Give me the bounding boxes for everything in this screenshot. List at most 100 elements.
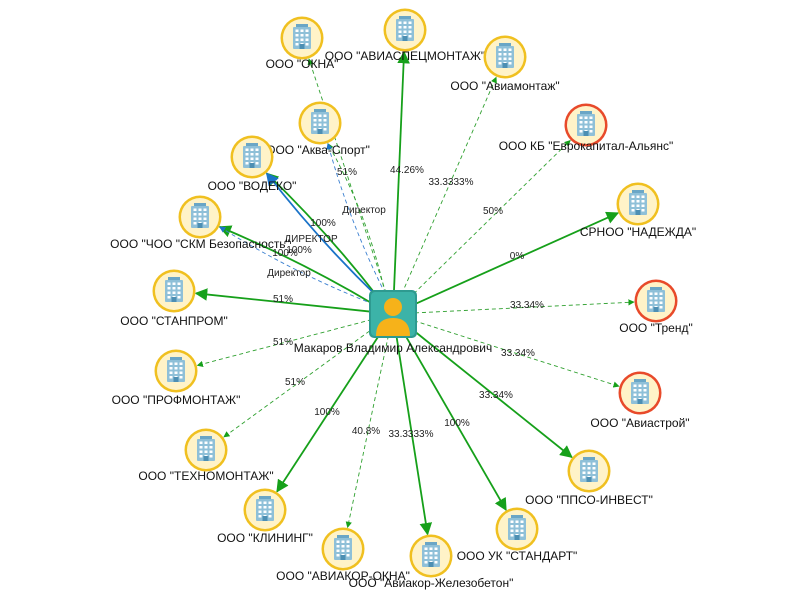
edge-aviamontazh xyxy=(401,76,497,295)
edge-stanprom xyxy=(194,288,372,313)
edge-label-nadezhda: 0% xyxy=(510,251,525,262)
edge-trend xyxy=(414,299,635,314)
node-standart[interactable]: ООО УК "СТАНДАРТ" xyxy=(457,507,578,564)
node-klining[interactable]: ООО "КЛИНИНГ" xyxy=(217,488,313,546)
edge-label-ppso: 33.34% xyxy=(479,390,513,401)
edge-label-klining: 100% xyxy=(314,407,340,418)
building-icon xyxy=(616,182,660,226)
building-icon xyxy=(243,488,287,532)
building-icon xyxy=(152,269,196,313)
edge-ppso xyxy=(409,327,573,459)
building-icon xyxy=(495,507,539,551)
edge-kb xyxy=(408,139,571,299)
building-icon xyxy=(383,8,427,52)
node-label: ООО "Авиастрой" xyxy=(590,416,689,430)
node-trend[interactable]: ООО "Тренд" xyxy=(619,279,693,336)
edge-chop xyxy=(218,225,374,305)
building-icon xyxy=(634,279,678,323)
edge-label-vodeko: 100% xyxy=(310,218,336,229)
node-ppso[interactable]: ООО "ППСО-ИНВЕСТ" xyxy=(525,449,653,508)
node-label: ООО "Аква-Спорт" xyxy=(266,143,370,157)
node-label: ООО "ОКНА" xyxy=(266,57,339,71)
building-icon xyxy=(154,349,198,393)
node-person[interactable]: Макаров Владимир Александрович xyxy=(294,290,492,355)
edge-okna xyxy=(307,58,387,294)
person-label: Макаров Владимир Александрович xyxy=(294,341,492,355)
edge-akva xyxy=(326,142,386,294)
edge-labels-layer: 44.26% 33.3333% 51% Директор 50% 100% ДИРЕКТОР… xyxy=(267,165,544,440)
edge-vodeko xyxy=(265,172,380,299)
node-kb[interactable]: ООО КБ "Еврокапитал-Альянс" xyxy=(499,103,674,154)
building-icon xyxy=(230,135,274,179)
node-profmontazh[interactable]: ООО "ПРОФМОНТАЖ" xyxy=(112,349,241,408)
building-icon xyxy=(178,195,222,239)
building-icon xyxy=(280,16,324,60)
building-icon xyxy=(483,35,527,79)
edge-label-trend: 33.34% xyxy=(510,300,544,311)
edge-label-profmontazh: 51% xyxy=(273,337,293,348)
node-chop[interactable]: ООО "ЧОО "СКМ Безопасность" xyxy=(110,195,290,252)
node-aviakor_zhb[interactable]: ООО "Авиакор-Железобетон" xyxy=(349,534,514,591)
node-label: ООО "ТЕХНОМОНТАЖ" xyxy=(138,469,273,483)
edge-nadezhda xyxy=(412,211,620,306)
edge-label-aviaspec: 44.26% xyxy=(390,165,424,176)
node-vodeko[interactable]: ООО "ВОДЕКО" xyxy=(208,135,297,194)
edge-klining xyxy=(276,331,382,493)
node-label: ООО "Тренд" xyxy=(619,321,693,335)
node-label: ООО "ППСО-ИНВЕСТ" xyxy=(525,493,653,507)
node-aviamontazh[interactable]: ООО "Авиамонтаж" xyxy=(450,35,560,94)
edge-label-stanprom: 51% xyxy=(273,294,293,305)
edge-label-aviakor_zhb: 33.3333% xyxy=(388,429,433,440)
node-akva[interactable]: ООО "Аква-Спорт" xyxy=(266,101,370,158)
building-icon xyxy=(409,534,453,578)
edge-label-aviamontazh: 33.3333% xyxy=(428,177,473,188)
node-label: ООО "ПРОФМОНТАЖ" xyxy=(112,393,241,407)
node-label: ООО "СТАНПРОМ" xyxy=(120,314,227,328)
node-label: ООО "ЧОО "СКМ Безопасность" xyxy=(110,237,290,251)
node-okna[interactable]: ООО "ОКНА" xyxy=(266,16,339,72)
edge-akva xyxy=(327,143,386,294)
building-icon xyxy=(564,103,608,147)
edge-label-vodeko: ДИРЕКТОР xyxy=(284,234,338,245)
node-stanprom[interactable]: ООО "СТАНПРОМ" xyxy=(120,269,228,329)
node-label: ООО "АВИАКОР-ОКНА" xyxy=(276,569,410,583)
node-aviaspec[interactable]: ООО "АВИАСПЕЦМОНТАЖ" xyxy=(325,8,485,64)
edge-label-kb: 50% xyxy=(483,206,503,217)
edge-label-extra: 100% xyxy=(272,248,298,259)
building-icon xyxy=(618,371,662,415)
node-label: ООО УК "СТАНДАРТ" xyxy=(457,549,578,563)
node-label: ООО "ВОДЕКО" xyxy=(208,179,297,193)
edge-tekhnomontazh xyxy=(223,326,376,438)
node-label: ООО "КЛИНИНГ" xyxy=(217,531,313,545)
edge-aviastroy xyxy=(413,320,620,388)
node-label: ООО "АВИАСПЕЦМОНТАЖ" xyxy=(325,49,485,63)
edge-label-akva: 51% xyxy=(337,167,357,178)
nodes-layer: ООО "ОКНА"ООО "АВИАСПЕЦМОНТАЖ" ООО "Авиам… xyxy=(110,8,696,591)
edge-label-tekhnomontazh: 51% xyxy=(285,377,305,388)
edge-chop xyxy=(219,226,374,305)
node-tekhnomontazh[interactable]: ООО "ТЕХНОМОНТАЖ" xyxy=(138,428,274,484)
edge-profmontazh xyxy=(196,319,372,368)
node-label: СРНОО "НАДЕЖДА" xyxy=(580,225,696,239)
edge-vodeko xyxy=(265,172,379,299)
node-aviakor_okna[interactable]: ООО "АВИАКОР-ОКНА" xyxy=(276,527,410,584)
edge-aviakor_okna xyxy=(345,335,389,529)
node-nadezhda[interactable]: СРНОО "НАДЕЖДА" xyxy=(580,182,696,240)
node-label: ООО "Авиакор-Железобетон" xyxy=(349,576,514,590)
person-icon xyxy=(369,290,417,338)
edge-label-aviastroy: 33.34% xyxy=(501,348,535,359)
edge-label-aviakor_okna: 40.8% xyxy=(352,426,380,437)
node-label: ООО "Авиамонтаж" xyxy=(450,79,559,93)
edge-aviaspec xyxy=(393,50,410,293)
building-icon xyxy=(298,101,342,145)
edge-aviakor_zhb xyxy=(395,335,433,536)
edge-label-akva: Директор xyxy=(342,205,386,216)
edge-label-chop: Директор xyxy=(267,268,311,279)
edges-layer xyxy=(194,50,635,536)
node-label: ООО КБ "Еврокапитал-Альянс" xyxy=(499,139,674,153)
building-icon xyxy=(567,449,611,493)
building-icon xyxy=(184,428,228,472)
building-icon xyxy=(321,527,365,571)
node-aviastroy[interactable]: ООО "Авиастрой" xyxy=(590,371,690,431)
